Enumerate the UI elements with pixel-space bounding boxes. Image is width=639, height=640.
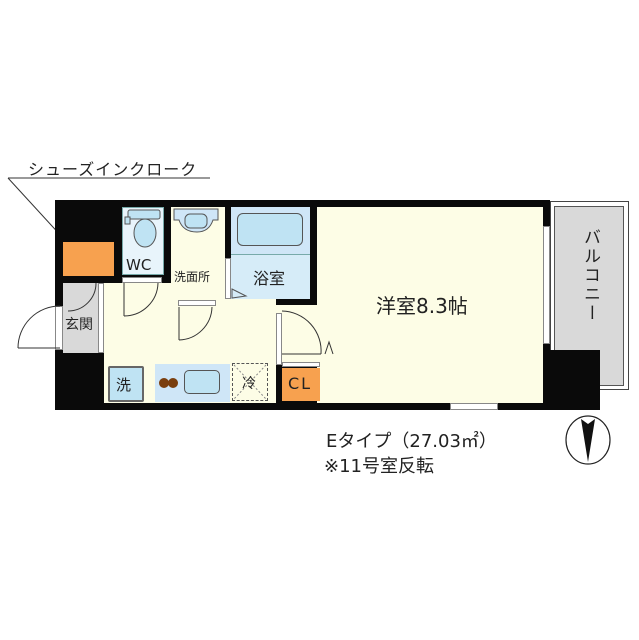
fridge-label: 冷: [242, 376, 256, 392]
stove-burner-2: [168, 378, 178, 388]
washer-space: [108, 366, 144, 402]
bath-label: 浴室: [253, 269, 286, 288]
unit-note: ※11号室反転: [324, 456, 434, 477]
entrance-step: [98, 283, 104, 353]
shoe-closet-door-swing: [67, 282, 97, 312]
shoe-closet-label: シューズインクローク: [28, 160, 198, 179]
closet-label: CL: [288, 374, 313, 393]
bath-door-fold: [231, 288, 248, 299]
washer-label: 洗: [116, 376, 132, 394]
closet: [282, 368, 320, 401]
wc-door-swing: [123, 282, 159, 317]
bath-door-gap[interactable]: [225, 258, 231, 299]
entrance-area: [63, 283, 98, 353]
washroom-label: 洗面所: [174, 270, 211, 284]
bottom-window: [450, 403, 498, 410]
kitchen-sink: [184, 370, 220, 394]
western-room: [317, 207, 543, 403]
western-room-label: 洋室8.3帖: [376, 294, 468, 318]
entrance-label: 玄関: [65, 317, 93, 333]
shoe-closet: [63, 242, 114, 276]
wc-door-gap[interactable]: [122, 277, 162, 283]
stove-burner-1: [159, 378, 169, 388]
washroom-door-gap[interactable]: [178, 300, 216, 306]
washbasin-icon: [173, 208, 219, 233]
bathtub-basin: [237, 213, 303, 246]
balcony-window: [543, 226, 550, 344]
unit-type-area: Eタイプ（27.03㎡）: [326, 431, 497, 452]
north-arrow-icon: [565, 415, 611, 465]
balcony-wall-block: [550, 350, 600, 410]
closet-top-trim: [282, 362, 320, 367]
washroom-door-swing: [178, 306, 213, 341]
toilet-icon: [124, 209, 161, 248]
balcony-label: バルコニー: [580, 228, 600, 323]
room-door-swing: [281, 310, 334, 355]
closet-door-gap[interactable]: [276, 313, 282, 365]
wc-label: WC: [126, 256, 152, 274]
entrance-door-swing: [17, 305, 61, 349]
